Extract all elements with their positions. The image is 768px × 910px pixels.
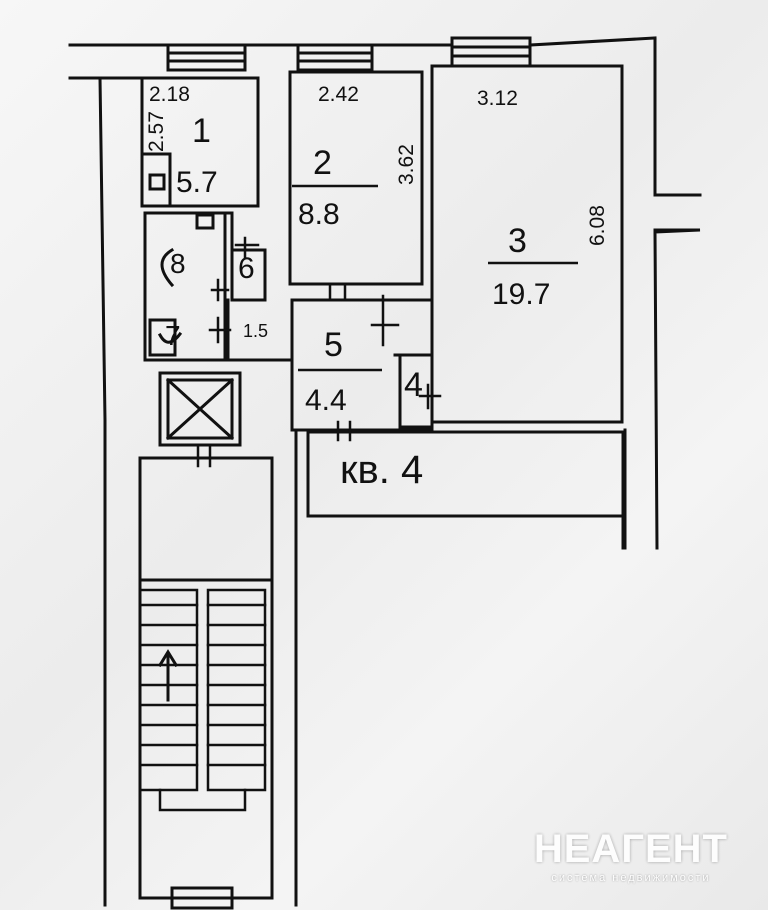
room-7-number: 7: [165, 320, 181, 351]
sink-icon: [160, 247, 175, 288]
watermark-subtitle: система недвижимости: [551, 872, 711, 884]
window-icon: [170, 886, 234, 910]
room-3-width: 3.12: [477, 87, 518, 110]
watermark-logo: НЕАГЕНТ система недвижимости: [534, 827, 728, 884]
apartment-label: кв. 4: [340, 448, 424, 492]
building-wall-right: [294, 428, 625, 907]
elevator-shaft-icon: [158, 371, 242, 447]
room-3-number: 3: [508, 222, 527, 260]
outer-left-wall: [98, 76, 107, 907]
room-6-outline: [230, 248, 267, 302]
room-6-area: 1.5: [243, 321, 269, 341]
corridor-1-5: [226, 298, 292, 362]
apartment-4-box: [306, 430, 625, 518]
stair-steps: [138, 588, 267, 812]
room-6-number: 6: [238, 252, 255, 285]
room-1-area: 5.7: [176, 166, 218, 199]
room-4-outline: [398, 353, 434, 429]
room-1-outline: [140, 76, 260, 208]
outer-right-wall: [653, 36, 702, 550]
room-2-area: 8.8: [298, 198, 340, 231]
toilet-icon: [148, 173, 166, 191]
room-1-partition: [140, 152, 172, 208]
room-2-outline: [288, 70, 424, 286]
room-2-width: 2.42: [318, 83, 359, 106]
outer-top-wall: [68, 36, 657, 47]
room-1-width: 2.18: [149, 83, 190, 106]
watermark-title: НЕАГЕНТ: [533, 827, 728, 871]
room-8-outline: [143, 211, 227, 362]
room-8-number: 8: [170, 248, 186, 279]
room-1-length: 2.57: [145, 111, 168, 152]
room-4-number: 4: [404, 366, 423, 404]
room-2-number: 2: [313, 144, 332, 182]
room-5-area: 4.4: [305, 384, 347, 417]
room-5-number: 5: [324, 326, 343, 364]
stairwell-outline: [138, 456, 274, 900]
window-icon: [166, 36, 532, 72]
room-3-area: 19.7: [492, 278, 551, 311]
room-2-length: 3.62: [395, 144, 418, 185]
room-3-outline: [430, 64, 624, 424]
door-icon: [196, 236, 442, 468]
room-8-partition: [143, 211, 234, 252]
room-1-number: 1: [192, 112, 211, 150]
toilet-icon: [195, 213, 215, 230]
room-3-length: 6.08: [586, 205, 609, 246]
stair-up-arrow-icon: [157, 649, 179, 702]
